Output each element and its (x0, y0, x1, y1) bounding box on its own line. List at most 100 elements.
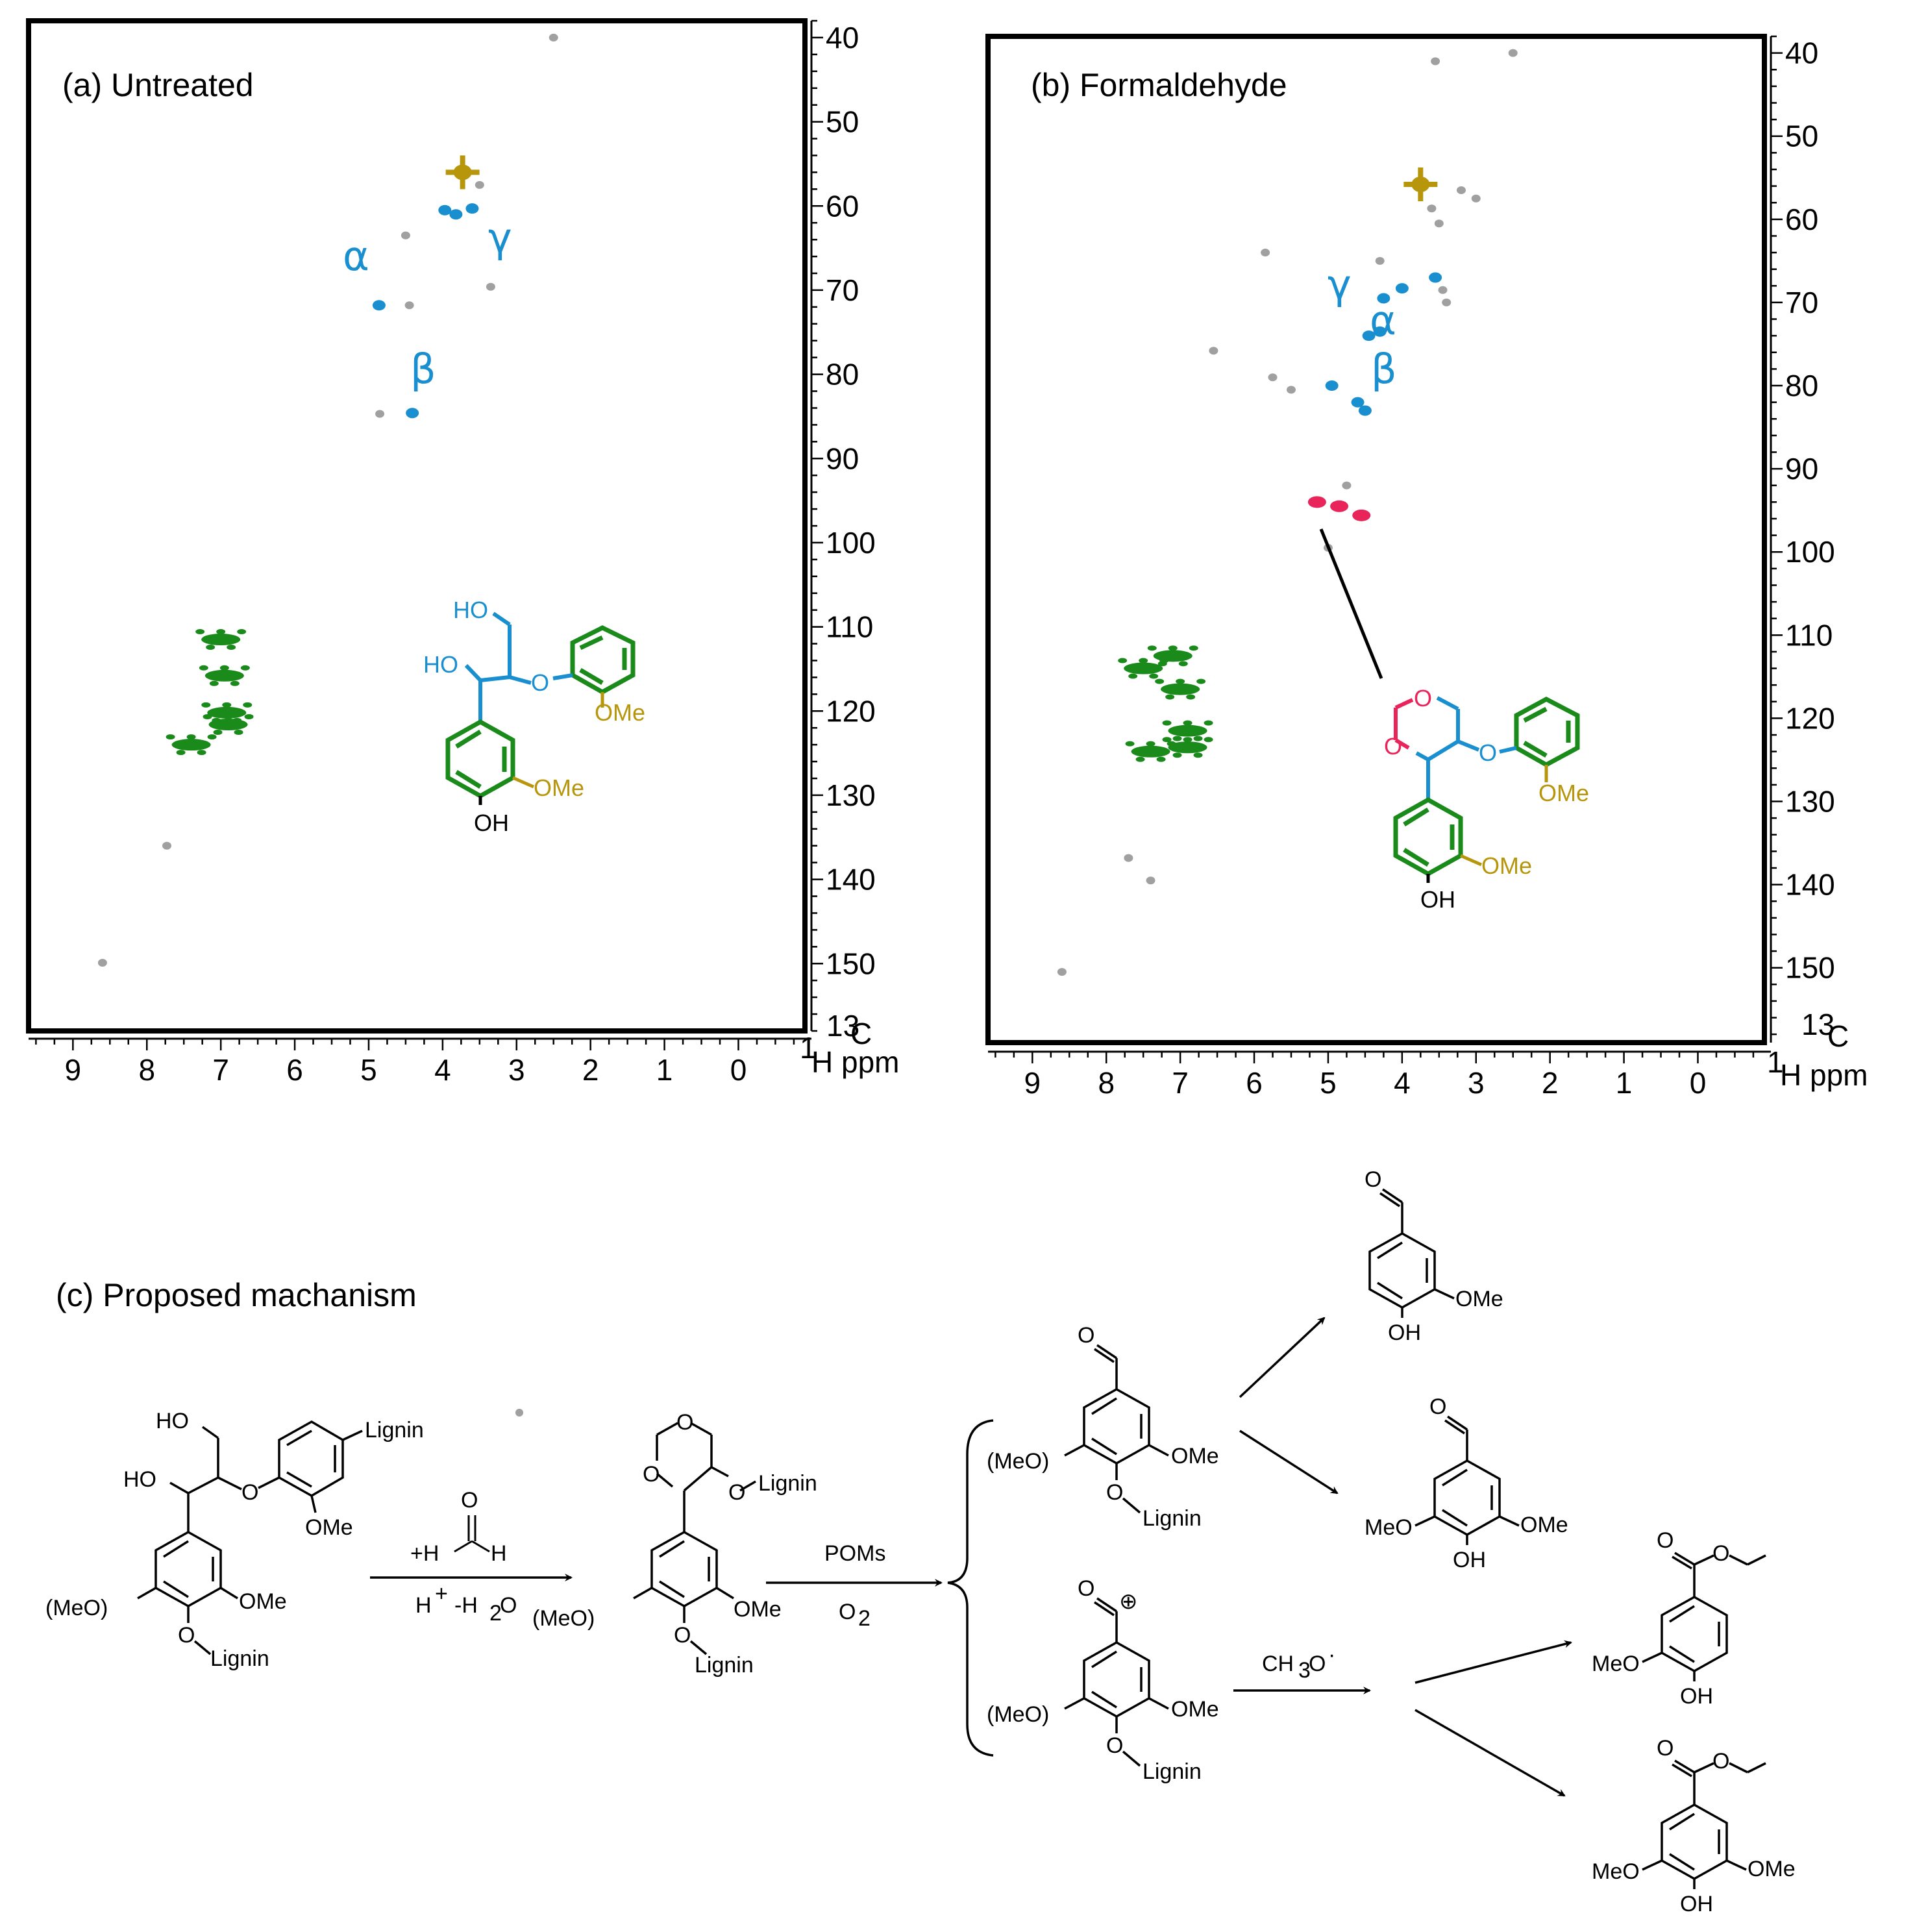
mech-structure-3 (1064, 1344, 1169, 1514)
s1-ho2: HO (123, 1467, 156, 1492)
peak-other (1209, 347, 1218, 355)
peak-side_chain (449, 209, 463, 220)
peak-side_chain (372, 300, 386, 311)
y-tick-label: 70 (826, 273, 859, 307)
panel-b-gamma-label: γ (1328, 261, 1352, 308)
panel-b-x-axis-label: H ppm (1780, 1058, 1868, 1092)
y-tick-label: 40 (826, 21, 859, 55)
step1-cond2-end: O (500, 1593, 517, 1618)
y-tick-label: 150 (1785, 951, 1835, 985)
s3-lignin: Lignin (1143, 1506, 1202, 1531)
peak-side_chain (1362, 330, 1376, 341)
p2-meo: MeO (1365, 1515, 1413, 1540)
peak-other (404, 301, 414, 310)
peak-side_chain (1395, 283, 1409, 294)
s4-ome: OMe (1171, 1697, 1219, 1722)
x-tick-label: 0 (1690, 1066, 1707, 1100)
x-tick-label: 7 (212, 1053, 229, 1087)
panel-a-untreated: (a) Untreated 40506070809010011012013014… (26, 18, 899, 1087)
peak-other (1268, 373, 1278, 382)
peak-other (1438, 286, 1448, 294)
step1-reagent (454, 1515, 490, 1553)
x-tick-label: 3 (1468, 1066, 1485, 1100)
peak-methoxyl (1403, 167, 1438, 202)
y-tick-label: 120 (826, 694, 876, 728)
y-tick-label: 100 (826, 526, 876, 560)
p1-o-carbonyl: O (1365, 1167, 1381, 1192)
panel-b-alpha-label: α (1370, 297, 1396, 344)
step3-radical: · (1328, 1642, 1335, 1667)
peak-side_chain (1351, 397, 1365, 408)
y-tick-label: 130 (826, 778, 876, 812)
panel-a-y-axis-sup: 13 (826, 1009, 859, 1043)
panel-b-peaks (1057, 49, 1518, 976)
y-tick-label: 100 (1785, 535, 1835, 569)
peak-other (375, 410, 385, 418)
s1-lignin1: Lignin (365, 1418, 424, 1443)
s4-o: O (1106, 1733, 1123, 1758)
step3-reagent-end: O (1309, 1652, 1326, 1676)
y-tick-label: 140 (826, 863, 876, 897)
step3-reagent: CH (1262, 1652, 1294, 1676)
panel-a-x-axis-sup: 1 (800, 1031, 817, 1065)
peak-other (549, 33, 558, 42)
mech-structure-2 (633, 1422, 756, 1655)
x-tick-label: 1 (656, 1053, 673, 1087)
peak-aromatic (1147, 645, 1198, 667)
panel-a-y-axis-label: C (850, 1017, 872, 1050)
panel-a-x-axis-label: H ppm (811, 1045, 899, 1079)
panel-b-beta-label: β (1371, 345, 1397, 393)
mech-structure-4 (1064, 1597, 1169, 1767)
peak-other (1342, 481, 1352, 489)
panel-a-ome2-label: OMe (534, 774, 584, 801)
s3-meo: (MeO) (987, 1449, 1049, 1474)
x-tick-label: 1 (1616, 1066, 1633, 1100)
peak-other (1287, 386, 1296, 394)
peak-aromatic (1162, 720, 1213, 741)
y-tick-label: 80 (826, 358, 859, 391)
mech-brace (947, 1419, 994, 1757)
step1-cond: H (415, 1593, 432, 1618)
s1-ho1: HO (156, 1409, 189, 1433)
panel-b-ome2-label: OMe (1481, 852, 1532, 879)
y-tick-label: 90 (1785, 452, 1818, 486)
y-tick-label: 40 (1785, 36, 1818, 70)
panel-a-peaks (97, 33, 558, 967)
peak-other (1375, 256, 1385, 265)
x-tick-label: 4 (434, 1053, 451, 1087)
x-tick-label: 2 (1542, 1066, 1559, 1100)
panel-b-ome1-label: OMe (1538, 780, 1589, 806)
peak-other (97, 958, 107, 967)
panel-a-gamma-label: γ (488, 214, 512, 262)
panel-a-alpha-label: α (343, 232, 369, 280)
step1-cond-sup: + (435, 1581, 448, 1606)
panel-b-ether-o-label: O (1479, 739, 1497, 766)
step1-formaldehyde-o: O (461, 1488, 478, 1513)
step1-cond2-sub: 2 (489, 1601, 502, 1626)
peak-other (486, 282, 495, 291)
y-tick-label: 50 (826, 105, 859, 139)
stray-dot (515, 1409, 523, 1417)
mechanism-title: (c) Proposed machanism (56, 1277, 417, 1313)
panel-b-pointer-line (1319, 528, 1383, 679)
peak-other (1261, 249, 1270, 257)
peak-other (401, 231, 410, 240)
peak-aromatic (1162, 737, 1213, 758)
peak-aromatic (195, 629, 247, 650)
y-tick-label: 90 (826, 441, 859, 475)
peak-other (1434, 219, 1444, 228)
peak-other (1431, 57, 1440, 66)
mech-arrow-5b (1415, 1709, 1566, 1797)
peak-methoxyl (445, 155, 480, 190)
x-tick-label: 8 (138, 1053, 155, 1087)
p3-o-ester: O (1712, 1541, 1729, 1566)
panel-b-ring-o1-label: O (1414, 685, 1432, 712)
mech-structure-1 (137, 1420, 363, 1655)
panel-b-title: (b) Formaldehyde (1031, 67, 1287, 103)
s2-ome: OMe (734, 1597, 782, 1622)
panel-b-frame (985, 34, 1767, 1045)
p2-o-carbonyl: O (1429, 1394, 1446, 1419)
x-tick-label: 3 (508, 1053, 525, 1087)
